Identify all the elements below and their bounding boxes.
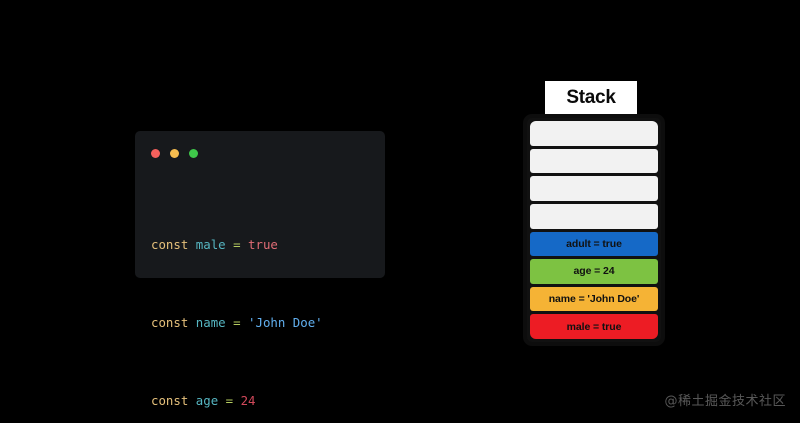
stack-cell-filled: age = 24 xyxy=(530,259,658,284)
code-window-titlebar xyxy=(151,149,198,158)
code-body: const male = true const name = 'John Doe… xyxy=(151,176,375,423)
code-space xyxy=(188,237,195,252)
code-space xyxy=(188,315,195,330)
code-value: 24 xyxy=(240,392,256,408)
maximize-button-icon[interactable] xyxy=(189,149,198,158)
code-line: const name = 'John Doe' xyxy=(151,313,375,333)
code-space xyxy=(241,315,248,330)
code-value: 'John Doe' xyxy=(248,314,323,330)
code-variable: male xyxy=(195,236,226,252)
code-variable: name xyxy=(195,314,226,330)
code-space xyxy=(233,393,240,408)
stack-cell-empty xyxy=(530,176,658,201)
stack-title-label: Stack xyxy=(545,81,637,114)
code-operator: = xyxy=(225,392,234,408)
stack-cell-filled: name = 'John Doe' xyxy=(530,286,658,312)
stack-cell-empty xyxy=(530,203,658,229)
code-variable: age xyxy=(195,392,219,408)
code-space xyxy=(218,393,225,408)
stack-cell-filled: male = true xyxy=(530,314,658,339)
minimize-button-icon[interactable] xyxy=(170,149,179,158)
code-keyword: const xyxy=(151,314,189,330)
code-space xyxy=(188,393,195,408)
code-space xyxy=(241,237,248,252)
code-operator: = xyxy=(233,314,241,330)
stack-cell-empty xyxy=(530,121,658,146)
stack-cell-filled: adult = true xyxy=(530,231,658,257)
watermark: @稀土掘金技术社区 xyxy=(664,394,786,409)
code-keyword: const xyxy=(151,236,189,252)
code-space xyxy=(226,237,233,252)
code-value: true xyxy=(248,236,278,252)
code-operator: = xyxy=(233,236,241,252)
code-window: const male = true const name = 'John Doe… xyxy=(135,131,385,408)
close-button-icon[interactable] xyxy=(151,149,160,158)
code-space xyxy=(226,315,233,330)
stack-cell-empty xyxy=(530,148,658,174)
code-keyword: const xyxy=(151,392,189,408)
code-line: const age = 24 xyxy=(151,391,375,411)
code-line: const male = true xyxy=(151,235,375,255)
